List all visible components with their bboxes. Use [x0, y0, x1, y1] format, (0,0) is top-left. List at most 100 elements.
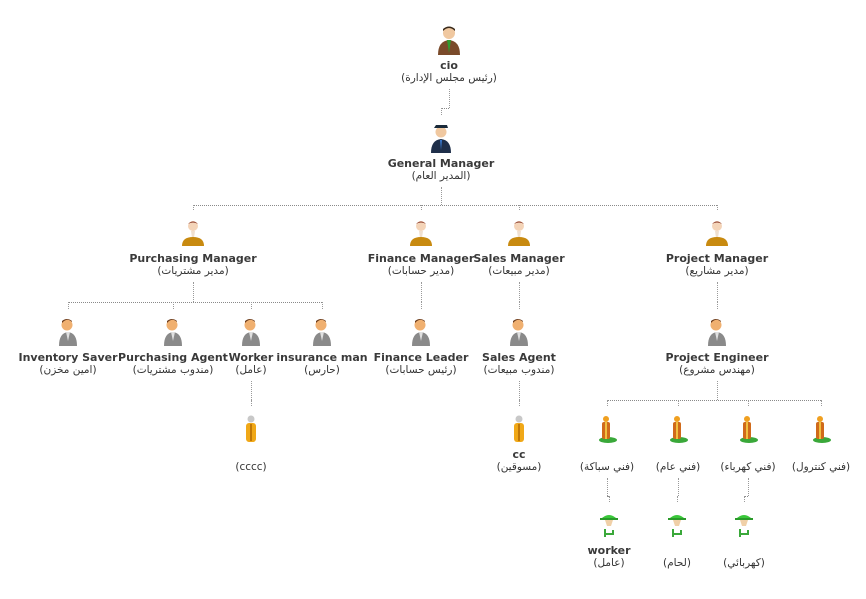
org-node-cccc[interactable]: (cccc) — [176, 414, 326, 474]
connector-line — [744, 496, 748, 497]
node-subtitle: (عامل) — [235, 364, 267, 376]
org-node-t_ctrl[interactable]: (فني كنترول) — [746, 414, 866, 474]
hardhat-worker-icon — [663, 510, 691, 540]
org-node-cc[interactable]: cc(مسوقين) — [444, 414, 594, 474]
user-icon — [308, 317, 336, 347]
connector-line — [717, 205, 718, 210]
connector-line — [717, 302, 718, 309]
org-node-t_elec[interactable]: (فني كهرباء) — [673, 414, 823, 474]
node-subtitle: (مدير حسابات) — [387, 265, 455, 277]
node-title: General Manager — [387, 157, 495, 170]
node-title: Purchasing Manager — [129, 252, 257, 265]
connector-line — [251, 381, 252, 400]
node-title — [669, 544, 819, 557]
connector-line — [322, 302, 323, 309]
org-node-gm[interactable]: General Manager(المدير العام) — [366, 123, 516, 183]
node-title: Inventory Saver — [18, 351, 118, 364]
org-node-pm_proj[interactable]: Project Manager(مدير مشاريع) — [642, 218, 792, 278]
connector-line — [519, 205, 520, 210]
connector-line — [193, 205, 717, 206]
connector-line — [68, 302, 322, 303]
node-title: Sales Manager — [473, 252, 565, 265]
connector-line — [421, 302, 422, 309]
org-node-sa[interactable]: Sales Agent(مندوب مبيعات) — [444, 317, 594, 377]
org-node-w_worker[interactable]: worker(عامل) — [534, 510, 684, 570]
node-subtitle: (cccc) — [235, 461, 267, 473]
person-icon — [703, 218, 731, 248]
connector-line — [821, 400, 822, 406]
connector-line — [251, 400, 252, 406]
connector-line — [609, 496, 610, 502]
node-subtitle: (امين مخزن) — [39, 364, 97, 376]
executive-icon — [435, 25, 463, 55]
connector-line — [421, 282, 422, 302]
org-node-pa[interactable]: Purchasing Agent(مندوب مشتريات) — [98, 317, 248, 377]
org-node-t_gen[interactable]: (فني عام) — [603, 414, 753, 474]
manager-cap-icon — [427, 123, 455, 153]
node-title: insurance man — [276, 351, 368, 364]
org-node-pm_fin[interactable]: Finance Manager(مدير حسابات) — [346, 218, 496, 278]
connector-line — [519, 400, 520, 406]
node-subtitle: (مدير مشاريع) — [685, 265, 749, 277]
node-subtitle: (مدير مبيعات) — [488, 265, 550, 277]
connector-line — [449, 89, 450, 108]
org-node-pe[interactable]: Project Engineer(مهندس مشروع) — [642, 317, 792, 377]
node-title: Sales Agent — [482, 351, 556, 364]
connector-line — [677, 496, 678, 502]
node-subtitle: (رئيس مجلس الإدارة) — [401, 72, 497, 84]
figure-icon — [505, 414, 533, 444]
connector-line — [748, 478, 749, 496]
connector-line — [519, 282, 520, 302]
node-title: Project Engineer — [665, 351, 769, 364]
node-subtitle: (مهندس مشروع) — [679, 364, 755, 376]
node-title — [176, 448, 326, 461]
node-subtitle: (عامل) — [593, 557, 625, 569]
node-title: Worker — [228, 351, 274, 364]
connector-line — [678, 400, 679, 406]
hardhat-worker-icon — [730, 510, 758, 540]
connector-line — [193, 205, 194, 210]
org-node-pm_purch[interactable]: Purchasing Manager(مدير مشتريات) — [118, 218, 268, 278]
technician-icon — [664, 414, 692, 444]
node-subtitle: (مدير مشتريات) — [157, 265, 229, 277]
node-subtitle: (كهربائي) — [723, 557, 765, 569]
connector-line — [607, 400, 821, 401]
org-node-cio[interactable]: cio(رئيس مجلس الإدارة) — [374, 25, 524, 85]
connector-line — [68, 302, 69, 309]
org-node-fl[interactable]: Finance Leader(رئيس حسابات) — [346, 317, 496, 377]
connector-line — [748, 400, 749, 406]
connector-line — [251, 302, 252, 309]
node-subtitle: (رئيس حسابات) — [385, 364, 457, 376]
person-icon — [179, 218, 207, 248]
node-subtitle: (فني كهرباء) — [720, 461, 776, 473]
connector-line — [173, 302, 174, 309]
connector-line — [717, 381, 718, 400]
connector-line — [607, 478, 608, 496]
technician-icon — [734, 414, 762, 444]
org-node-t_plumb[interactable]: (فني سباكة) — [532, 414, 682, 474]
connector-line — [193, 282, 194, 302]
org-node-pm_sales[interactable]: Sales Manager(مدير مبيعات) — [444, 218, 594, 278]
node-subtitle: (فني عام) — [655, 461, 701, 473]
org-node-w_welder[interactable]: (لحام) — [602, 510, 752, 570]
org-node-worker1[interactable]: Worker(عامل) — [176, 317, 326, 377]
node-subtitle: (حارس) — [304, 364, 340, 376]
user-icon — [54, 317, 82, 347]
user-icon — [407, 317, 435, 347]
person-icon — [407, 218, 435, 248]
node-title: cio — [440, 59, 458, 72]
org-node-w_elec[interactable]: (كهربائي) — [669, 510, 819, 570]
node-title — [746, 448, 866, 461]
org-node-inv[interactable]: Inventory Saver(امين مخزن) — [0, 317, 143, 377]
connector-line — [717, 282, 718, 302]
user-icon — [159, 317, 187, 347]
user-icon — [703, 317, 731, 347]
person-icon — [505, 218, 533, 248]
connector-line — [441, 187, 442, 205]
connector-line — [519, 302, 520, 309]
technician-icon — [807, 414, 835, 444]
figure-icon — [237, 414, 265, 444]
user-icon — [505, 317, 533, 347]
org-node-ins[interactable]: insurance man(حارس) — [247, 317, 397, 377]
